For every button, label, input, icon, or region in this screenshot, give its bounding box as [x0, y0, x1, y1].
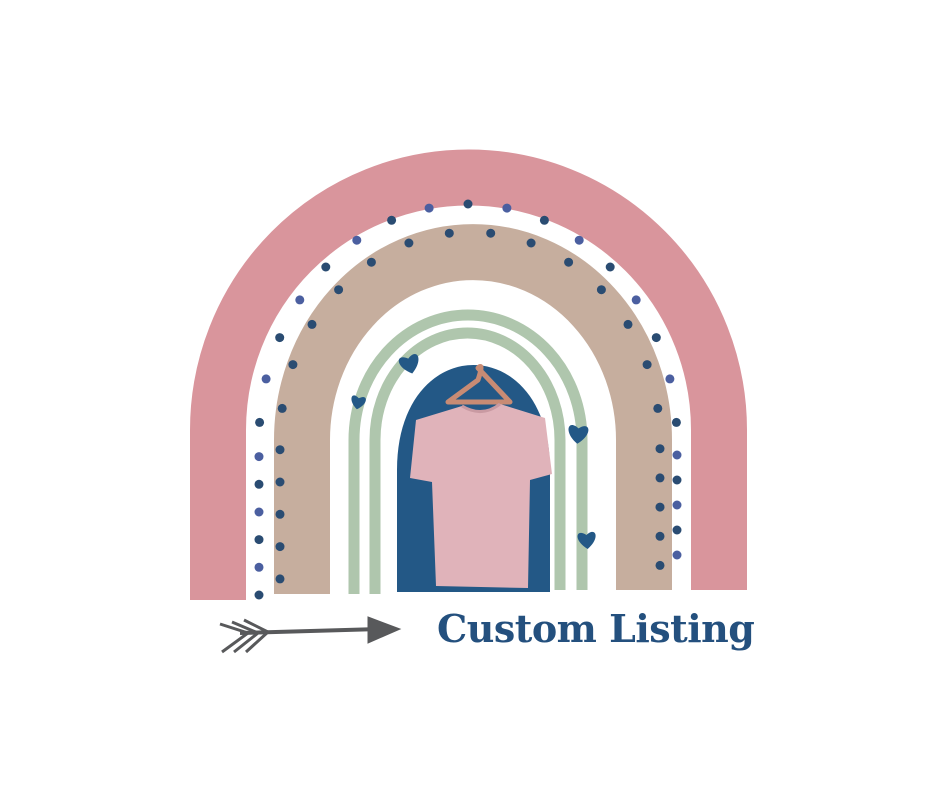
- hearts-decoration: [351, 354, 596, 549]
- heart-icon: [577, 531, 596, 549]
- dots-decoration: [254, 199, 682, 600]
- t-shirt-icon: [410, 402, 552, 588]
- dot: [254, 452, 264, 462]
- dot: [526, 238, 536, 248]
- dot: [275, 574, 285, 584]
- dot: [665, 374, 675, 384]
- dot: [463, 199, 473, 209]
- dot: [288, 360, 298, 370]
- dot: [275, 477, 285, 487]
- dot: [574, 235, 584, 245]
- dot: [596, 285, 606, 295]
- dot: [261, 374, 271, 384]
- dot: [655, 531, 665, 541]
- dot: [605, 262, 615, 272]
- dot: [564, 257, 574, 267]
- dot: [254, 590, 264, 600]
- dot: [321, 262, 331, 272]
- dot: [275, 445, 285, 455]
- arrow-icon: [219, 616, 402, 654]
- dot: [387, 215, 397, 225]
- dot: [631, 295, 641, 305]
- dot: [655, 502, 665, 512]
- dot: [486, 228, 496, 238]
- dot: [366, 257, 376, 267]
- dot: [334, 285, 344, 295]
- dot: [672, 550, 682, 560]
- dot: [352, 235, 362, 245]
- dot: [424, 203, 434, 213]
- heart-icon: [398, 354, 419, 374]
- tan-arch: [274, 224, 672, 594]
- green-stripe-outer: [348, 309, 588, 594]
- heart-icon: [351, 395, 366, 410]
- dot: [653, 403, 663, 413]
- dot: [655, 560, 665, 570]
- dot: [672, 525, 682, 535]
- dot: [275, 333, 285, 343]
- dot: [672, 450, 682, 460]
- pink-arch: [190, 149, 747, 600]
- dot: [651, 333, 661, 343]
- dot: [655, 444, 665, 454]
- dot: [672, 475, 682, 485]
- dot: [672, 500, 682, 510]
- custom-listing-title: Custom Listing: [437, 606, 755, 651]
- hanger-icon: [445, 364, 513, 405]
- dot: [404, 238, 414, 248]
- dot: [539, 215, 549, 225]
- dot: [255, 417, 265, 427]
- green-stripe-inner: [369, 327, 566, 594]
- dot: [254, 507, 264, 517]
- dot: [277, 403, 287, 413]
- dot: [655, 473, 665, 483]
- dot: [307, 319, 317, 329]
- dot: [623, 319, 633, 329]
- dot: [254, 479, 264, 489]
- dot: [642, 360, 652, 370]
- dot: [502, 203, 512, 213]
- dot: [444, 228, 454, 238]
- dot: [275, 509, 285, 519]
- heart-icon: [568, 424, 589, 444]
- dot: [295, 295, 305, 305]
- dot: [671, 417, 681, 427]
- dot: [254, 562, 264, 572]
- dot: [254, 535, 264, 545]
- dot: [275, 542, 285, 552]
